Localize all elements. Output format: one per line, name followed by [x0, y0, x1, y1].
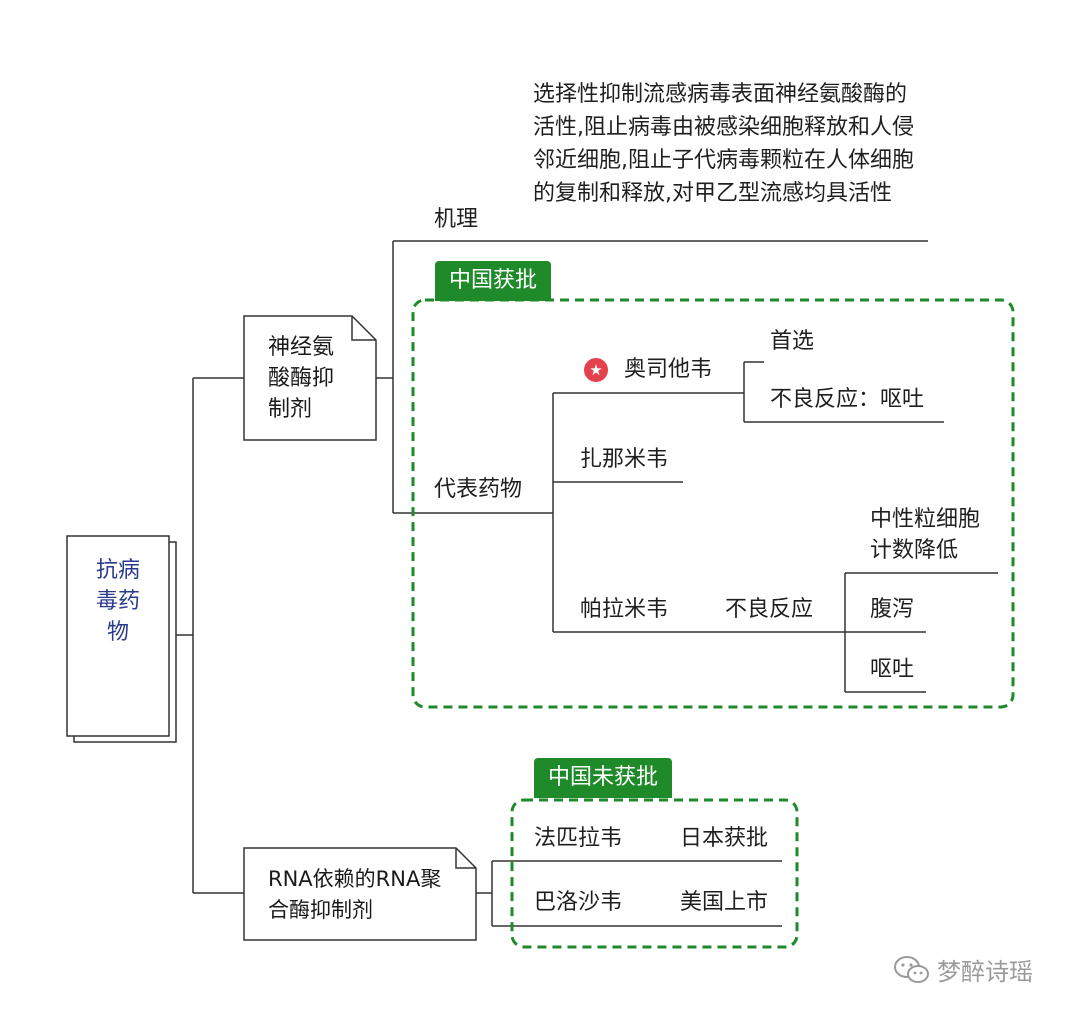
- drug-favipiravir: 法匹拉韦: [534, 826, 623, 851]
- watermark-text: 梦醉诗瑶: [937, 958, 1033, 986]
- node-na-inhibitor-label: 神经氨酸酶抑制剂: [268, 335, 335, 422]
- baloxavir-note: 美国上市: [680, 890, 769, 915]
- drug-oseltamivir: 奥司他韦: [624, 357, 713, 382]
- representative-label: 代表药物: [434, 477, 523, 502]
- drug-peramivir: 帕拉米韦: [580, 597, 669, 622]
- adverse-vomit: 呕吐: [870, 657, 915, 682]
- mechanism-label: 机理: [434, 207, 479, 232]
- unapproved-tag: 中国未获批: [534, 758, 673, 798]
- note-adverse-vomit: 不良反应：呕吐: [770, 387, 925, 412]
- approved-tag: 中国获批: [435, 261, 552, 301]
- favipiravir-note: 日本获批: [680, 826, 769, 851]
- adverse-neutropenia: 中性粒细胞计数降低: [870, 507, 981, 563]
- mechanism-text: 选择性抑制流感病毒表面神经氨酸酶的活性,阻止病毒由被感染细胞释放和人侵邻近细胞,…: [533, 82, 914, 206]
- adverse-diarrhea: 腹泻: [870, 597, 915, 622]
- wechat-icon: [894, 955, 929, 983]
- approved-group-box: [411, 298, 1015, 709]
- star-icon: ★: [584, 358, 608, 382]
- watermark: 梦醉诗瑶: [893, 952, 1033, 987]
- drug-zanamivir: 扎那米韦: [580, 447, 669, 472]
- peramivir-adverse-label: 不良反应: [725, 597, 814, 622]
- drug-baloxavir: 巴洛沙韦: [534, 890, 623, 915]
- node-rdrp-inhibitor-label: RNA依赖的RNA聚合酶抑制剂: [268, 867, 442, 922]
- note-first-choice: 首选: [770, 329, 815, 354]
- node1-shape: [243, 315, 377, 441]
- node2-shape: [243, 847, 477, 941]
- root-label: 抗病毒药物: [95, 558, 140, 645]
- root-card: [66, 535, 170, 737]
